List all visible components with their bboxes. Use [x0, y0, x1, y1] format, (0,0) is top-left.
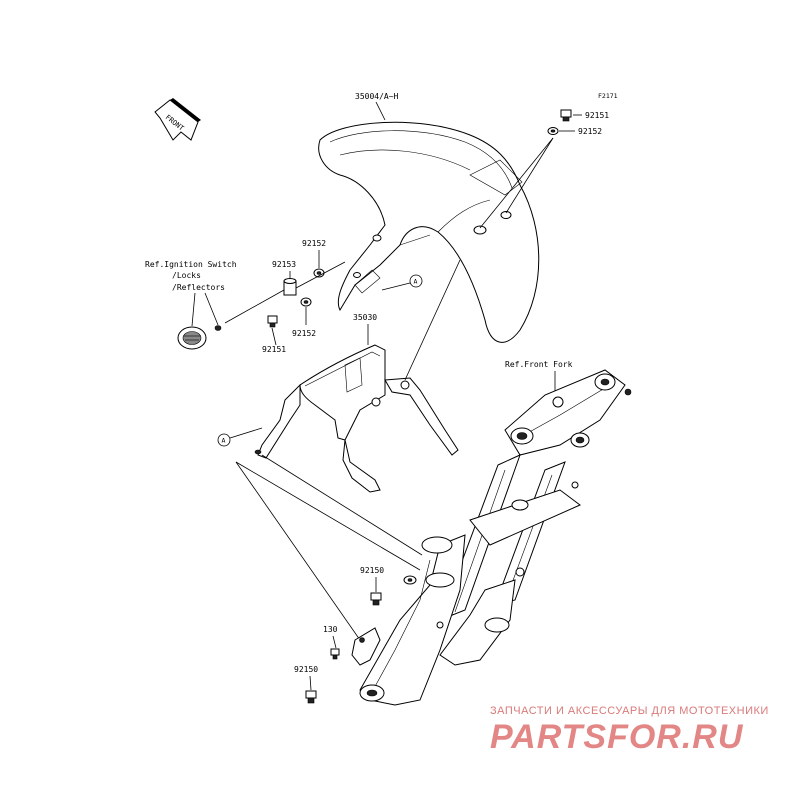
bolt-92151-top: [560, 109, 572, 122]
bolt-mid-callout: 92151: [262, 345, 286, 354]
svg-text:A: A: [222, 437, 226, 445]
front-fork: [359, 369, 632, 706]
clamp-130: [330, 627, 381, 666]
ref-ignition-line2: /Locks: [172, 271, 201, 280]
washer-92152-low: [300, 297, 312, 307]
fender-leader: [375, 101, 386, 121]
spacer-92153: [283, 278, 297, 296]
fender-callout: 35004/A~H: [355, 92, 399, 101]
bolt-lower2-callout: 92150: [294, 665, 318, 674]
front-fender: [318, 121, 540, 343]
washer-92152-mid: [313, 268, 325, 278]
bolt-92150-lower: [305, 690, 317, 704]
washer-top-callout: 92152: [578, 127, 602, 136]
bolt-92151-mid: [267, 315, 278, 328]
washer-92152-top: [547, 127, 559, 135]
watermark-logo: PARTSFOR.RU: [490, 718, 744, 756]
fender-bracket: [254, 344, 459, 493]
washer-mid-callout: 92152: [302, 239, 326, 248]
bracket-callout: 35030: [353, 313, 377, 322]
ref-ignition-line1: Ref.Ignition Switch: [145, 260, 237, 269]
svg-text:A: A: [414, 278, 418, 286]
washer-low-callout: 92152: [292, 329, 316, 338]
bolt-lower1-callout: 92150: [360, 566, 384, 575]
clamp-callout: 130: [323, 625, 338, 634]
ref-front-fork: Ref.Front Fork: [505, 360, 573, 369]
bolt-top-callout: 92151: [585, 111, 609, 120]
marker-a-lower: A: [217, 427, 263, 447]
figure-code: F2171: [598, 92, 618, 100]
front-arrow-icon: FRONT: [154, 98, 201, 141]
marker-a-upper: A: [381, 274, 423, 291]
spacer-callout: 92153: [272, 260, 296, 269]
watermark-caption: ЗАПЧАСТИ И АКСЕССУАРЫ ДЛЯ МОТОТЕХНИКИ: [490, 705, 769, 717]
washer-lower: [403, 575, 417, 585]
bolt-92150-upper: [370, 592, 382, 606]
ref-ignition-line3: /Reflectors: [172, 283, 225, 292]
reflector: [177, 325, 222, 350]
